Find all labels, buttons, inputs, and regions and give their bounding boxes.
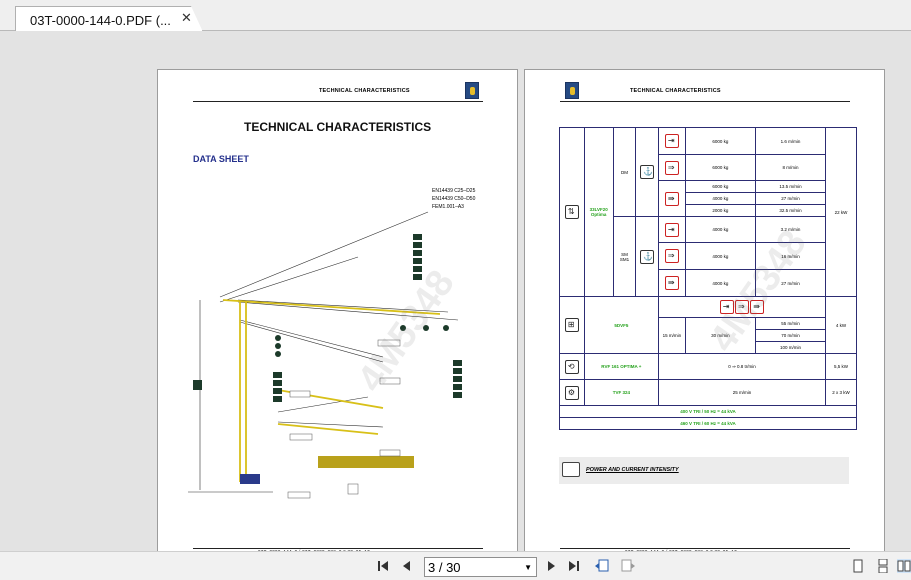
continuous-view-icon[interactable]: [876, 559, 890, 573]
tab-bar: 03T-0000-144-0.PDF (... ✕: [0, 0, 911, 32]
previous-page-icon[interactable]: [400, 559, 414, 573]
back-view-icon[interactable]: [594, 559, 610, 573]
hoist-icon: ⇅: [564, 205, 579, 219]
trolley-icon: ⊞: [564, 318, 579, 332]
speed-medium-icon: ⇒: [664, 160, 679, 175]
speed-slow-icon: ⇥: [664, 134, 679, 148]
single-page-view-icon[interactable]: [851, 559, 865, 573]
document-tab[interactable]: 03T-0000-144-0.PDF (...: [15, 6, 203, 32]
power-title[interactable]: POWER AND CURRENT INTENSITY: [586, 467, 679, 473]
next-page-icon[interactable]: [544, 559, 558, 573]
close-icon[interactable]: ✕: [181, 10, 192, 25]
crane-diagram: [188, 211, 462, 499]
chevron-down-icon: ▼: [524, 563, 532, 572]
page-title: TECHNICAL CHARACTERISTICS: [244, 120, 432, 134]
speed-medium-icon: ⇒: [735, 300, 750, 314]
last-page-icon[interactable]: [567, 559, 581, 573]
slewing-icon: ⟲: [564, 359, 579, 374]
speed-fast-icon: ⇛: [750, 300, 765, 314]
travel-icon: ⚙: [564, 385, 579, 400]
forward-view-icon[interactable]: [620, 559, 636, 573]
logo: [565, 82, 579, 99]
power-section: POWER AND CURRENT INTENSITY: [559, 457, 849, 484]
page-header: TECHNICAL CHARACTERISTICS: [319, 88, 410, 94]
navigation-toolbar: 3 / 30 ▼: [0, 551, 911, 580]
norms-list: EN14439 C25–D25 EN14439 C50–D50 FEM1.001…: [432, 188, 476, 210]
hook-icon: ⚓: [640, 249, 655, 264]
tab-title: 03T-0000-144-0.PDF (...: [30, 13, 171, 28]
two-page-view-icon[interactable]: [897, 559, 911, 573]
page-number: 3 / 30: [428, 560, 461, 575]
speed-fast-icon: ⇛: [664, 276, 679, 290]
speed-slow-icon: ⇥: [664, 222, 679, 237]
section-title: DATA SHEET: [193, 154, 249, 164]
speed-fast-icon: ⇛: [664, 191, 679, 206]
logo: [465, 82, 479, 99]
hook-icon: ⚓: [640, 165, 655, 179]
pdf-page-2: TECHNICAL CHARACTERISTICS TECHNICAL CHAR…: [157, 69, 518, 579]
speed-slow-icon: ⇥: [719, 300, 734, 314]
document-viewer[interactable]: TECHNICAL CHARACTERISTICS TECHNICAL CHAR…: [0, 31, 911, 579]
plug-icon: [562, 462, 580, 477]
page-header: TECHNICAL CHARACTERISTICS: [630, 88, 721, 94]
page-selector[interactable]: 3 / 30 ▼: [424, 557, 537, 577]
first-page-icon[interactable]: [376, 559, 390, 573]
speed-medium-icon: ⇒: [664, 249, 679, 263]
